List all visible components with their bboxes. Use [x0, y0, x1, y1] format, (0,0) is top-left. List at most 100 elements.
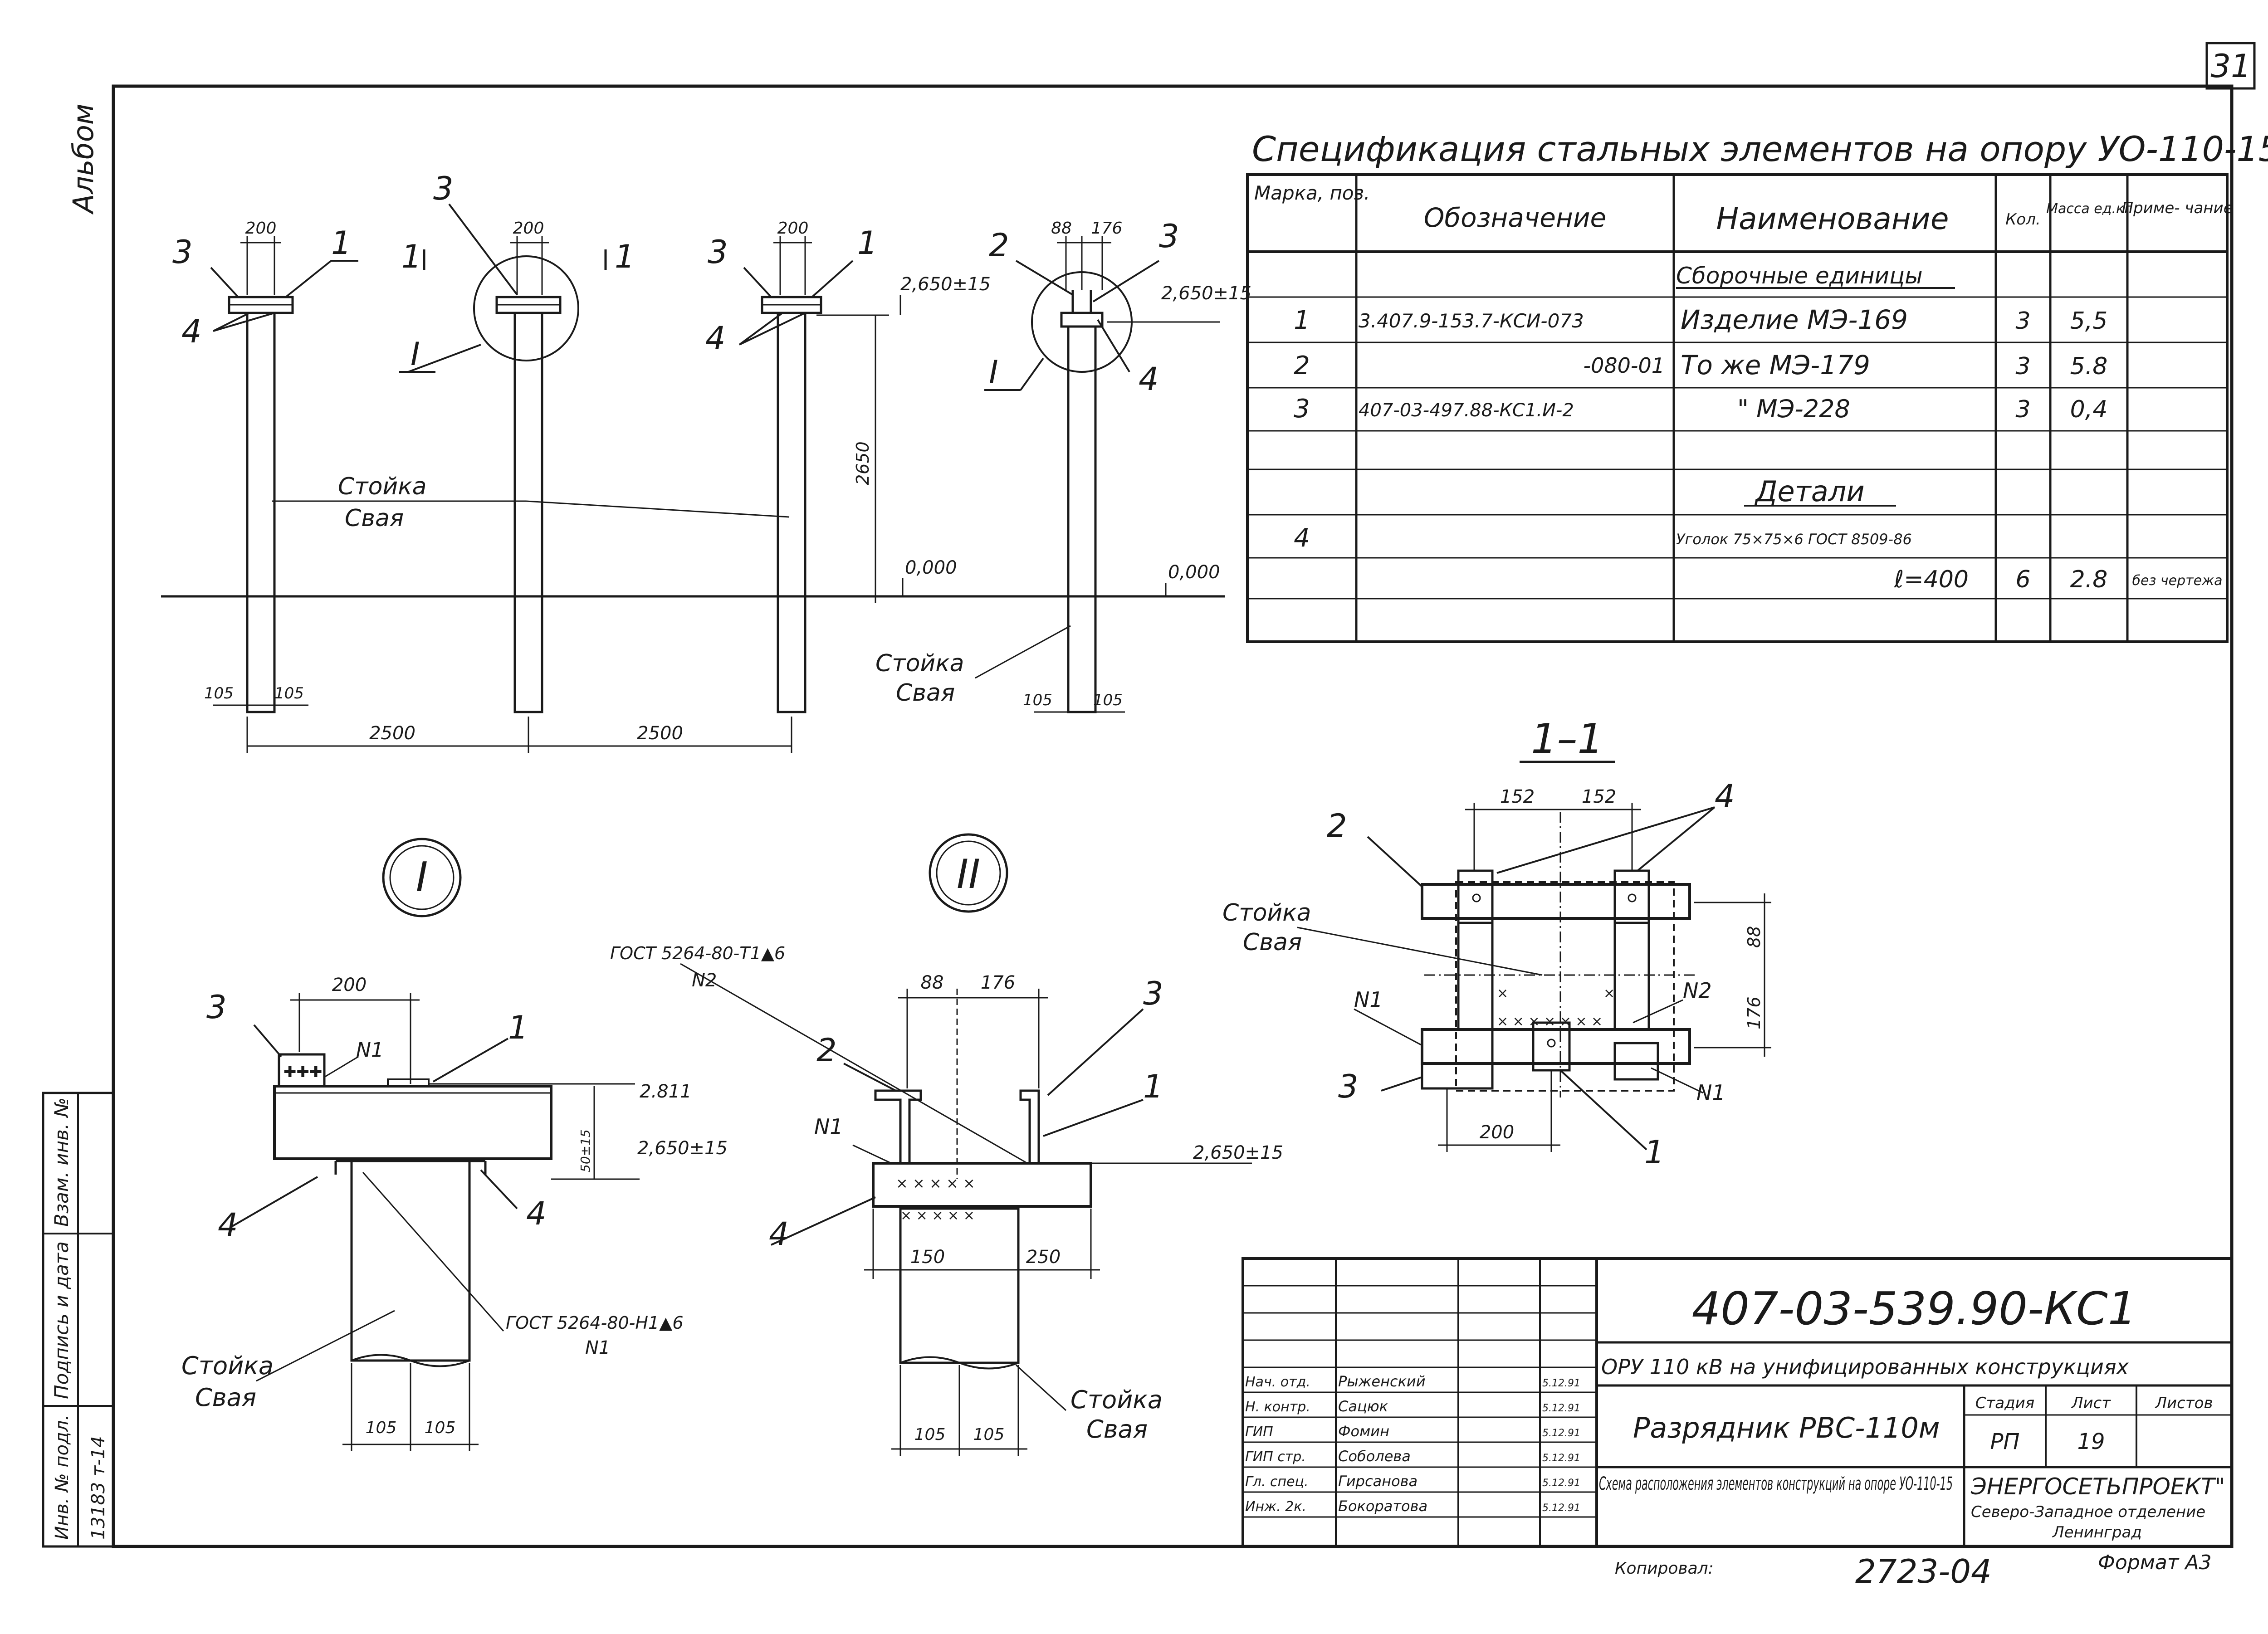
detail-II-dim-88: 88: [921, 972, 944, 993]
tb-staff-5-date: 5.12.91: [1542, 1502, 1580, 1514]
detail-I-pile-dim-l: 105: [366, 1419, 397, 1437]
section-callout-1: 1: [1644, 1134, 1665, 1171]
section-weld-mark-2: N2: [1683, 978, 1712, 1003]
section-callout-3: 3: [1338, 1068, 1359, 1105]
detail-I-gost: ГОСТ 5264-80-Н1▲6: [506, 1313, 684, 1333]
spec-table-frame: [1246, 173, 2229, 643]
section-dim-200: 200: [1480, 1122, 1514, 1143]
tb-project: ОРУ 110 кВ на унифицированных конструкци…: [1601, 1355, 2129, 1379]
detail-II-leader-1: [1043, 1099, 1144, 1137]
detail-I-leader-4b: [480, 1169, 518, 1210]
tb-row-lines: [1243, 1285, 1597, 1518]
pile-1-leader-4b: [213, 312, 275, 332]
tb-code: 407-03-539.90-КС1: [1692, 1282, 2137, 1335]
detail-I-dim-200: 200: [332, 975, 367, 995]
detail-II-pile: [899, 1207, 1020, 1364]
detail-II-gost: ГОСТ 5264-80-Т1▲6: [610, 943, 785, 963]
spec-row-1-qty: 3: [2015, 307, 2030, 335]
tb-staff-5-name: Бокоратова: [1338, 1497, 1427, 1515]
section-weld-leader-3: [1651, 1067, 1704, 1094]
section-mark-right-label: 1: [615, 238, 635, 275]
detail-II-callout-1: 1: [1143, 1068, 1163, 1105]
pile-4-dim-88: 88: [1051, 219, 1072, 238]
section-bolt-bm: [1547, 1039, 1556, 1048]
elevation-view: 200 3 1 4 200 3 I 1: [161, 170, 1251, 753]
elevation-post-label-1: Стойка: [338, 473, 426, 500]
detail-II-level-base: 2,650±15: [1193, 1142, 1283, 1163]
spec-row-2-mass: 5.8: [2070, 353, 2108, 380]
section-welds-bottom: × × × × × × ×: [1497, 1014, 1603, 1029]
section-callout-4: 4: [1715, 778, 1735, 815]
node-II-leader: [1020, 357, 1044, 391]
section-dim-88: 88: [1744, 926, 1764, 948]
pile-3-callout-4: 4: [705, 320, 726, 357]
detail-I-callout-4a: 4: [218, 1206, 238, 1244]
spec-table-title: Спецификация стальных элементов на опору…: [1252, 129, 2268, 169]
detail-I-welds-top: ✚✚✚: [284, 1063, 322, 1081]
detail-II-title: II: [957, 851, 980, 897]
spec-row-2-pos: 2: [1294, 351, 1310, 380]
pile-3-callout-1: 1: [857, 224, 878, 262]
detail-I-callout-4b: 4: [526, 1195, 547, 1232]
pile-1-leader-4a: [213, 312, 250, 332]
pile-3: 200 3 1 4 2650 2,650±15 0,000: [705, 219, 991, 713]
tb-staff-0-name: Рыженский: [1338, 1373, 1426, 1390]
pile-2-callout-3: 3: [433, 170, 454, 207]
pile-1-shaft: [246, 312, 276, 713]
tb-staff-3-role: ГИП стр.: [1245, 1449, 1306, 1465]
detail-I-gost-leader: [362, 1172, 504, 1332]
section-bolt-tr: [1628, 893, 1637, 902]
pile-3-leader-4a: [738, 312, 783, 346]
tb-staff-1-date: 5.12.91: [1542, 1403, 1580, 1414]
tb-staff-1-name: Сацюк: [1338, 1398, 1388, 1415]
section-dim-176: 176: [1744, 996, 1764, 1029]
detail-I-pile-break: [351, 1354, 470, 1367]
elevation-pile-label-2: Свая: [896, 679, 955, 707]
detail-II-dim-176: 176: [981, 972, 1015, 993]
pile-4-width-l: 105: [1023, 691, 1052, 709]
detail-I-level-top: 2.811: [640, 1081, 692, 1102]
pile-4-callout-2: 2: [989, 227, 1009, 264]
section-callout-2: 2: [1327, 807, 1347, 844]
node-I-leader: [408, 344, 481, 373]
detail-II-weld-mark: N1: [814, 1114, 843, 1139]
level-top-left: 2,650±15: [900, 274, 991, 295]
detail-II-pile-dim-l: 105: [914, 1425, 946, 1444]
section-welds-l: ×: [1497, 985, 1508, 1001]
detail-II-leader-3: [1047, 1008, 1144, 1096]
section-node-br: [1613, 1042, 1659, 1081]
pile-3-leader-4b: [739, 312, 806, 346]
detail-II-leader-2: [843, 1063, 896, 1092]
spec-row-7-mass: 2.8: [2070, 566, 2108, 593]
tb-staff-5-role: Инж. 2к.: [1245, 1499, 1306, 1515]
detail-II-callout-2: 2: [816, 1032, 837, 1069]
tb-stage: РП: [1990, 1429, 2019, 1454]
spec-header-mass: Масса ед.кг: [2046, 201, 2131, 217]
tb-staff-2-name: Фомин: [1338, 1423, 1389, 1440]
detail-I-title-circle-inner: [389, 845, 455, 910]
detail-II-angle-left: [874, 1089, 922, 1165]
spec-row-1-designation: 3.407.9-153.7-КСИ-073: [1359, 310, 1584, 332]
detail-II-callout-4: 4: [769, 1215, 789, 1253]
tb-staff-4-name: Гирсанова: [1338, 1473, 1418, 1490]
spec-row-3-qty: 3: [2015, 396, 2030, 423]
tb-staff-1-role: Н. контр.: [1245, 1399, 1310, 1415]
section-node-bl: [1421, 1028, 1494, 1090]
tb-object: Разрядник РВС-110м: [1633, 1411, 1940, 1444]
detail-I-bracket: [278, 1053, 326, 1088]
detail-II-gost-leader: [680, 963, 1028, 1164]
tb-staff-2-date: 5.12.91: [1542, 1428, 1580, 1439]
detail-I-title: I: [416, 854, 428, 901]
sheet-frame: [112, 84, 2234, 1548]
spec-header-pos: Марка, поз.: [1254, 182, 1370, 204]
pile-4-leader-3: [1092, 260, 1160, 302]
section-leader-1: [1559, 1069, 1647, 1151]
pile-2-leader-3: [448, 203, 518, 296]
pile-1-callout-1: 1: [331, 224, 352, 262]
spec-row-1-pos: 1: [1294, 306, 1310, 335]
pile-4-width-r: 105: [1093, 691, 1123, 709]
side-stamp-inv: Инв. № подл.: [52, 1415, 73, 1540]
elevation-post-leader-1b: [526, 500, 790, 518]
tb-stage-label: Стадия: [1975, 1394, 2034, 1412]
side-stamp: Взам. инв. № Подпись и дата Инв. № подл.…: [42, 1092, 115, 1548]
